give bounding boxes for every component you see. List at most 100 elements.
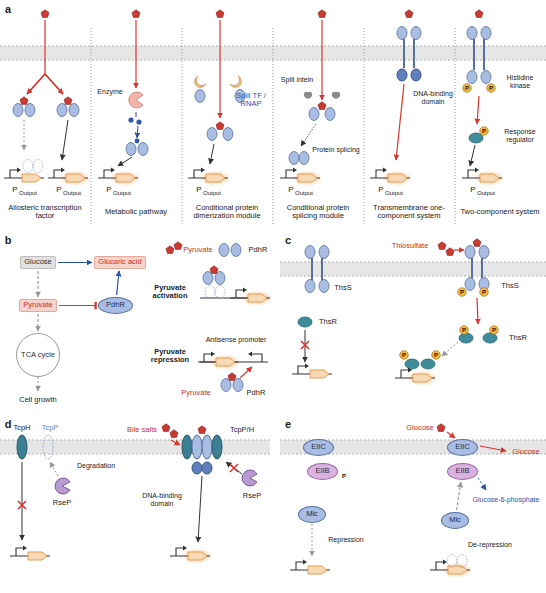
allosteric-tf <box>25 104 35 117</box>
pdhr-regulation <box>231 244 241 257</box>
label: Antisense promoter <box>206 336 267 344</box>
one-component-system <box>370 10 421 186</box>
pdhr-regulation <box>198 352 238 367</box>
glucose-sensor <box>447 432 455 438</box>
two-component-system <box>474 39 484 70</box>
bile-salt-sensor <box>55 478 70 494</box>
glucose-sensor <box>480 446 506 451</box>
thiosulfate-sensor <box>298 317 312 327</box>
column-divider <box>91 28 455 224</box>
label: Degradation <box>77 462 115 470</box>
label: DNA-binding domain <box>140 492 184 507</box>
label: ThsR <box>509 334 527 342</box>
thiosulfate-sensor <box>395 368 435 383</box>
thiosulfate-sensor <box>319 246 329 259</box>
label: d <box>5 418 12 430</box>
bile-salt-sensor <box>198 476 202 542</box>
metabolic-pathway <box>135 20 136 88</box>
membrane <box>0 440 270 454</box>
node-text: TCA cycle <box>21 351 55 359</box>
one-component-system <box>397 69 407 81</box>
two-component-system <box>470 145 475 166</box>
metabolic-pathway <box>136 112 137 117</box>
thiosulfate-sensor <box>480 288 489 297</box>
dimerization-module <box>216 10 224 18</box>
label: PdhR <box>247 389 266 397</box>
label: TcpP/H <box>230 426 254 434</box>
label: P <box>462 327 466 334</box>
allosteric-tf <box>62 120 68 160</box>
membrane <box>0 440 270 454</box>
two-component-system <box>462 168 502 183</box>
label: ThsS <box>334 284 352 292</box>
thiosulfate-sensor <box>465 246 475 259</box>
protein-node: EIIC <box>447 439 478 456</box>
label: DNA-binding domain <box>412 90 454 105</box>
thiosulfate-sensor <box>305 280 315 293</box>
thiosulfate-sensor <box>477 298 478 324</box>
node-text: EIIC <box>311 443 326 451</box>
connector <box>457 482 461 510</box>
label: c <box>285 234 291 246</box>
glucose-sensor <box>290 560 330 575</box>
one-component-system <box>397 27 407 40</box>
label: TcpH <box>13 424 30 432</box>
one-component-system <box>411 27 421 40</box>
protein-node: EIIB <box>447 463 478 480</box>
bile-salt-sensor <box>230 464 238 472</box>
splicing-module <box>309 108 319 121</box>
metabolite-box: Glucose <box>20 256 56 269</box>
one-component-system <box>405 10 413 18</box>
dimerization-module <box>216 122 224 130</box>
glucose-sensor <box>457 555 467 568</box>
thiosulfate-sensor <box>479 246 489 259</box>
pdhr-regulation <box>240 367 252 378</box>
bile-salt-sensor <box>192 435 202 459</box>
metabolic-pathway <box>138 143 148 156</box>
membrane <box>0 46 546 454</box>
pdhr-regulation <box>166 246 174 254</box>
label: Conditional protein dimerization module <box>184 204 270 221</box>
label: PdhR <box>249 246 268 254</box>
thiosulfate-sensor <box>473 239 481 247</box>
allosteric-tf <box>23 160 33 173</box>
two-component-system <box>481 27 491 40</box>
label: Pyruvate <box>181 389 211 397</box>
bile-salt-sensor <box>202 435 212 459</box>
label: De-repression <box>468 541 512 549</box>
allosteric-tf <box>57 104 67 117</box>
bile-salt-sensor <box>171 440 180 445</box>
bile-salt-sensor <box>182 435 192 459</box>
label: Allosteric transcription factor <box>3 204 87 221</box>
thiosulfate-sensor <box>472 258 482 280</box>
label: Response regulator <box>498 128 542 143</box>
allosteric-tf <box>24 120 25 150</box>
splicing-module <box>321 20 322 100</box>
label: Split intein <box>281 76 313 84</box>
splicing-module <box>280 168 320 183</box>
splicing-module <box>289 152 299 165</box>
dimerization-module <box>219 20 220 118</box>
label: Two-component system <box>458 208 542 216</box>
protein-node: EIIB <box>307 463 338 480</box>
bile-salt-sensor <box>18 501 26 509</box>
connector <box>117 271 120 295</box>
dimerization-module <box>210 144 214 164</box>
pdhr-regulation <box>210 266 218 274</box>
label: P <box>465 85 469 92</box>
label: RseP <box>243 492 261 500</box>
allosteric-tf <box>33 160 43 173</box>
two-component-system <box>487 84 496 93</box>
label: P <box>288 186 293 195</box>
metabolic-pathway <box>136 119 141 124</box>
pdhr-regulation <box>38 242 273 392</box>
bile-salt-sensor <box>17 435 27 459</box>
glucose-sensor <box>478 478 486 490</box>
label: Pyruvate <box>183 246 213 254</box>
node-text: EIIB <box>455 467 469 475</box>
label: P <box>492 327 496 334</box>
label: Glucose <box>512 448 540 456</box>
one-component-system <box>411 69 421 81</box>
column-divider <box>91 28 455 224</box>
